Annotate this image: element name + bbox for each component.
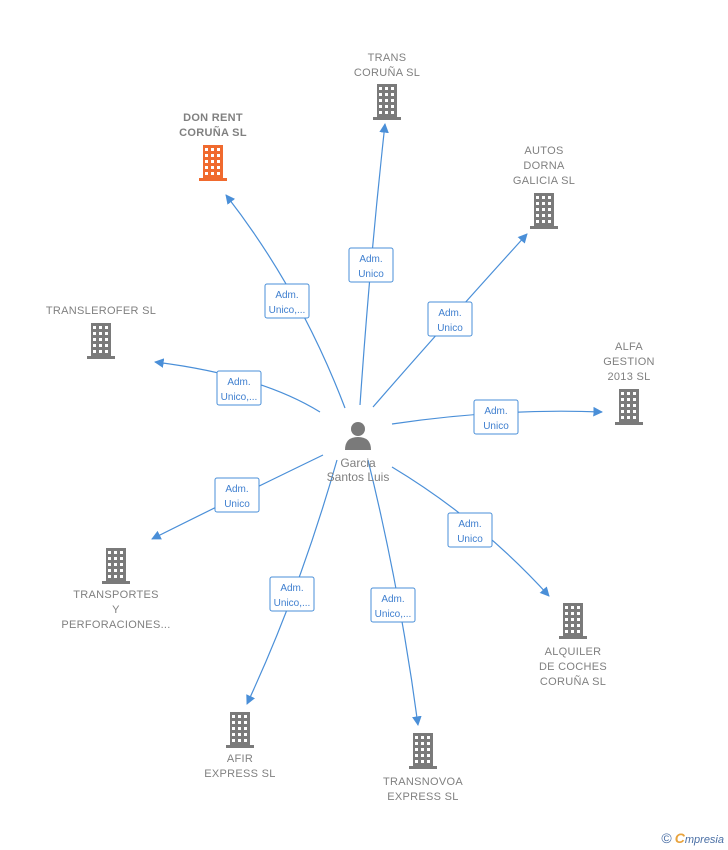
role-text: Adm. bbox=[225, 484, 248, 495]
building-icon[interactable] bbox=[102, 548, 130, 584]
role-text: Adm. bbox=[458, 519, 481, 530]
role-badge-autos-dorna[interactable]: Adm. Unico bbox=[427, 301, 473, 337]
company-name-line: ALQUILER bbox=[545, 646, 602, 658]
building-icon[interactable] bbox=[530, 193, 558, 229]
company-name-line: AUTOS bbox=[524, 145, 563, 157]
company-name-line: TRANS bbox=[368, 52, 407, 64]
company-label-afir[interactable]: AFIR EXPRESS SL bbox=[204, 753, 275, 780]
company-name-line: Y bbox=[112, 604, 120, 616]
role-text: Adm. bbox=[484, 406, 507, 417]
building-icon[interactable] bbox=[409, 733, 437, 769]
company-name-line: DE COCHES bbox=[539, 661, 607, 673]
footer-brand[interactable]: © Cmpresia bbox=[661, 830, 724, 846]
building-icon[interactable] bbox=[199, 145, 227, 181]
role-text: Adm. bbox=[280, 583, 303, 594]
company-name-line: ALFA bbox=[615, 341, 643, 353]
company-name-line: TRANSPORTES bbox=[73, 589, 159, 601]
company-name-line: DON RENT bbox=[183, 112, 243, 124]
company-label-transnovoa[interactable]: TRANSNOVOA EXPRESS SL bbox=[383, 776, 463, 803]
company-name-line: DORNA bbox=[523, 160, 565, 172]
role-text: Unico bbox=[358, 269, 384, 280]
role-text: Adm. bbox=[381, 594, 404, 605]
role-badge-alfa-gestion[interactable]: Adm. Unico bbox=[473, 399, 519, 435]
company-label-alfa-gestion[interactable]: ALFA GESTION 2013 SL bbox=[603, 341, 655, 383]
person-name-line: Garcia bbox=[340, 456, 376, 470]
brand-name: mpresia bbox=[684, 834, 724, 846]
role-text: Adm. bbox=[438, 308, 461, 319]
brand-initial: C bbox=[674, 830, 685, 846]
copyright-icon: © bbox=[661, 830, 672, 846]
role-badge-afir[interactable]: Adm. Unico,... bbox=[269, 576, 315, 612]
company-name-line: GALICIA SL bbox=[513, 175, 575, 187]
person-name-line: Santos Luis bbox=[327, 470, 390, 484]
role-text: Unico bbox=[457, 534, 483, 545]
role-badge-trans-coruna[interactable]: Adm. Unico bbox=[348, 247, 394, 283]
role-text: Adm. bbox=[227, 377, 250, 388]
company-label-translerofer[interactable]: TRANSLEROFER SL bbox=[46, 305, 156, 317]
company-name-line: CORUÑA SL bbox=[179, 126, 247, 139]
role-text: Unico,... bbox=[221, 392, 258, 403]
company-name-line: CORUÑA SL bbox=[540, 675, 606, 688]
building-icon[interactable] bbox=[615, 389, 643, 425]
role-badge-don-rent[interactable]: Adm. Unico,... bbox=[264, 283, 310, 319]
building-icon[interactable] bbox=[226, 712, 254, 748]
building-icon[interactable] bbox=[559, 603, 587, 639]
role-text: Unico,... bbox=[375, 609, 412, 620]
company-label-don-rent[interactable]: DON RENT CORUÑA SL bbox=[179, 112, 247, 139]
company-label-transportes[interactable]: TRANSPORTES Y PERFORACIONES... bbox=[61, 589, 170, 631]
company-name-line: CORUÑA SL bbox=[354, 66, 420, 79]
company-label-trans-coruna[interactable]: TRANS CORUÑA SL bbox=[354, 52, 420, 79]
company-name-line: EXPRESS SL bbox=[387, 791, 458, 803]
company-name-line: AFIR bbox=[227, 753, 253, 765]
company-label-alquiler[interactable]: ALQUILER DE COCHES CORUÑA SL bbox=[539, 646, 607, 688]
company-name-line: TRANSLEROFER SL bbox=[46, 305, 156, 317]
role-badge-alquiler[interactable]: Adm. Unico bbox=[447, 512, 493, 548]
company-name-line: 2013 SL bbox=[607, 371, 650, 383]
role-text: Unico bbox=[483, 421, 509, 432]
company-name-line: EXPRESS SL bbox=[204, 768, 275, 780]
role-text: Unico,... bbox=[274, 598, 311, 609]
building-icon[interactable] bbox=[87, 323, 115, 359]
building-icon[interactable] bbox=[373, 84, 401, 120]
role-badge-transnovoa[interactable]: Adm. Unico,... bbox=[370, 587, 416, 623]
role-text: Unico,... bbox=[269, 305, 306, 316]
role-text: Unico bbox=[224, 499, 250, 510]
company-name-line: GESTION bbox=[603, 356, 655, 368]
role-badge-transportes[interactable]: Adm. Unico bbox=[214, 477, 260, 513]
role-text: Unico bbox=[437, 323, 463, 334]
company-label-autos-dorna[interactable]: AUTOS DORNA GALICIA SL bbox=[513, 145, 575, 187]
role-text: Adm. bbox=[359, 254, 382, 265]
role-text: Adm. bbox=[275, 290, 298, 301]
company-name-line: PERFORACIONES... bbox=[61, 619, 170, 631]
role-badge-translerofer[interactable]: Adm. Unico,... bbox=[216, 370, 262, 406]
company-name-line: TRANSNOVOA bbox=[383, 776, 463, 788]
person-icon bbox=[345, 422, 371, 450]
